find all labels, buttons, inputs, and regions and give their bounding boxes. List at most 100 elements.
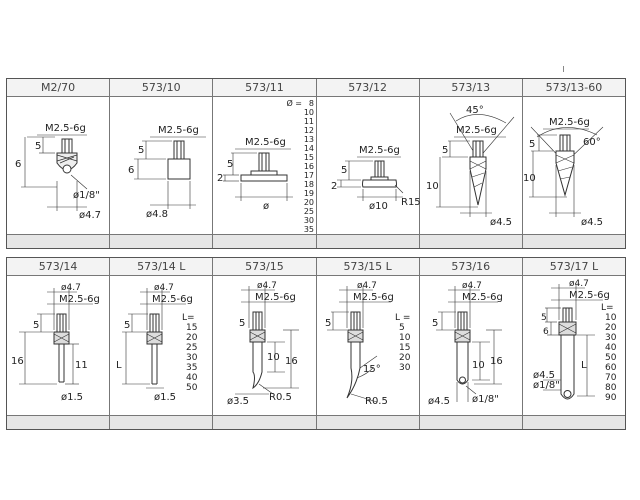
angle-label: 45° (466, 105, 484, 116)
length-list-label: L= (601, 303, 614, 313)
size-value: 19 (304, 189, 314, 198)
length-value: 90 (605, 393, 617, 403)
dim-label: ø1.5 (61, 392, 83, 403)
length-value: 20 (605, 323, 617, 333)
length-list-label: L = (395, 313, 410, 323)
dim-label: 10 (472, 360, 485, 371)
probe-drawing-ball: M2.5-6g 5 6 ø1/8" ø4.7 (15, 123, 101, 221)
dim-label: ø4.7 (357, 281, 377, 291)
size-value: 13 (304, 135, 314, 144)
dim-label: L (116, 360, 122, 371)
cell-footer (522, 415, 626, 429)
length-value: 10 (399, 333, 411, 343)
length-list-label: L= (182, 313, 195, 323)
length-value: 40 (186, 373, 198, 383)
length-value: 20 (399, 353, 411, 363)
dim-label: ø1/8" (73, 190, 100, 201)
thread-label: M2.5-6g (152, 294, 193, 305)
dim-label: ø1/8" (533, 380, 560, 391)
cell-footer (419, 415, 522, 429)
thread-label: M2.5-6g (549, 117, 590, 128)
thread-label: M2.5-6g (569, 290, 610, 301)
size-value: 8 (309, 99, 314, 108)
cell-title: 573/15 (213, 258, 316, 276)
length-value: 30 (605, 333, 617, 343)
size-list: Ø = 8 10 11 12 13 14 15 16 17 18 19 20 2… (287, 98, 315, 234)
length-value: 40 (605, 343, 617, 353)
cell-footer (7, 415, 110, 429)
cell-title: 573/17 L (522, 258, 626, 276)
dim-label: 5 (35, 141, 41, 152)
probe-drawing-cone-45: 45° M2.5-6g 5 10 ø4.5 (426, 105, 514, 228)
length-list: L = 5 10 15 20 30 (395, 313, 411, 373)
dim-label: ø1.5 (154, 392, 176, 403)
length-value: 50 (186, 383, 198, 393)
dim-label: 5 (325, 318, 331, 329)
cell-573-12: 573/12 M2.5-6g 5 2 ø10 R1 (316, 79, 420, 248)
dim-label: ø4.7 (154, 283, 174, 293)
dim-label: ø4.5 (428, 396, 450, 407)
thread-label: M2.5-6g (359, 145, 400, 156)
cell-title: 573/16 (419, 258, 522, 276)
cell-573-16: 573/16 (419, 258, 523, 429)
length-value: 30 (399, 363, 411, 373)
length-value: 35 (186, 363, 197, 373)
dim-label: ø4.5 (490, 217, 512, 228)
cell-573-14: 573/14 ø4.7 (7, 258, 111, 429)
dim-label: R0.5 (269, 392, 292, 403)
dim-label: 5 (227, 159, 233, 170)
cell-footer (110, 234, 213, 248)
dim-label: 2 (331, 181, 337, 192)
dim-label: ø4.5 (533, 370, 555, 381)
cell-573-15: 573/15 ø4.7 M2.5 (213, 258, 317, 429)
length-value: 80 (605, 383, 617, 393)
dim-label: 16 (11, 356, 24, 367)
dim-label: 5 (341, 165, 347, 176)
probe-table-row-2: 573/14 ø4.7 (6, 257, 626, 430)
probe-drawing-ball-stem: ø4.7 M2.5-6g 5 10 16 ø4.5 ø1/8" (428, 281, 503, 407)
cell-title: 573/13-60 (522, 79, 626, 97)
cell-573-13: 573/13 45° M2.5-6g (419, 79, 523, 248)
size-value: 10 (304, 108, 314, 117)
dim-label: 10 (426, 181, 439, 192)
dim-label: 2 (217, 173, 223, 184)
dim-label: 6 (15, 159, 21, 170)
thread-label: M2.5-6g (245, 137, 286, 148)
size-value: 20 (304, 198, 314, 207)
cell-title: 573/14 (7, 258, 110, 276)
cell-573-11: 573/11 M2.5-6g 5 2 ø Ø = (213, 79, 317, 248)
thread-label: M2.5-6g (255, 292, 296, 303)
length-value: 25 (186, 343, 197, 353)
dim-label: 6 (543, 327, 549, 337)
thread-label: M2.5-6g (353, 292, 394, 303)
angle-label: 60° (583, 137, 601, 148)
dim-label: 10 (267, 352, 280, 363)
probe-drawing-disc: M2.5-6g 5 2 ø Ø = 8 10 11 12 13 14 15 16… (217, 98, 315, 234)
cell-573-13-60: 573/13-60 M2.5-6g 60° (522, 79, 626, 248)
length-value: 20 (186, 333, 198, 343)
dim-label: 5 (239, 318, 245, 329)
dim-label: R15 (401, 197, 420, 208)
probe-drawing-bent-tip: ø4.7 M2.5-6g 5 10 16 ø3.5 R0.5 (227, 281, 300, 407)
dim-label: R0.5 (365, 396, 388, 407)
length-value: 30 (186, 353, 198, 363)
thread-label: M2.5-6g (456, 125, 497, 136)
dim-label: 5 (529, 139, 535, 150)
length-value: 10 (605, 313, 617, 323)
cell-title: 573/15 L (316, 258, 419, 276)
dim-label: L (581, 360, 587, 371)
thread-label: M2.5-6g (45, 123, 86, 134)
dim-label: 5 (442, 145, 448, 156)
dim-label: ø4.7 (61, 283, 81, 293)
dim-label: 11 (75, 360, 88, 371)
length-value: 15 (186, 323, 197, 333)
dim-label: ø4.7 (257, 281, 277, 291)
cell-573-17-l: 573/17 L (522, 258, 626, 429)
length-value: 60 (605, 363, 617, 373)
length-value: 70 (605, 373, 617, 383)
cell-footer (110, 415, 213, 429)
probe-drawing-needle-long: ø4.7 M2.5-6g 5 L ø1.5 L= 15 20 25 30 35 … (116, 283, 198, 403)
dim-label: ø3.5 (227, 396, 249, 407)
dim-label: 5 (124, 320, 130, 331)
cell-573-14-l: 573/14 L ø4.7 M2.5-6g (110, 258, 214, 429)
